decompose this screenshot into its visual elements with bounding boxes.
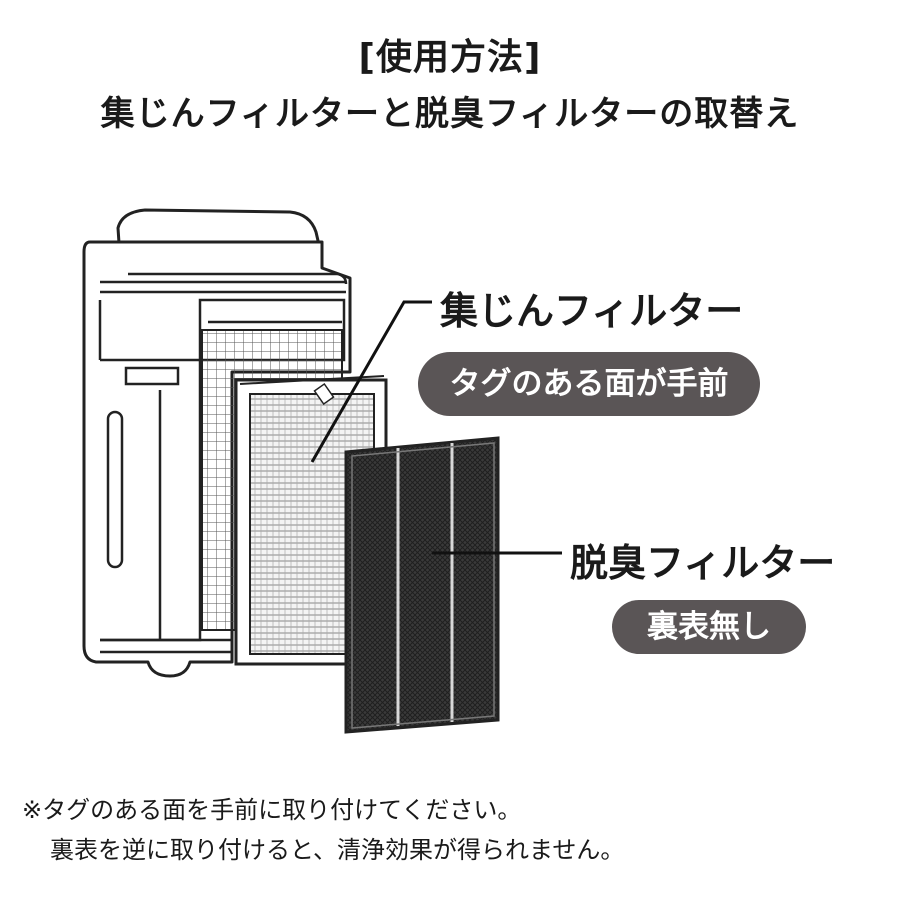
dust-filter-leader-line [310,300,432,463]
note-line-1: ※タグのある面を手前に取り付けてください。 [22,796,522,824]
page-title: [使用方法] [358,37,542,78]
note-line-2: 裏表を逆に取り付けると、清浄効果が得られません。 [50,836,625,864]
deodorizing-filter [344,436,500,734]
dust-filter-orientation-badge: タグのある面が手前 [418,352,760,416]
air-purifier-front-panel [100,358,232,654]
deodorizing-filter-label: 脱臭フィルター [570,541,836,585]
deodorizing-filter-orientation-badge: 裏表無し [612,600,806,654]
air-purifier-top-detail [98,272,348,362]
page-subtitle: 集じんフィルターと脱臭フィルターの取替え [100,94,800,134]
dust-filter-label: 集じんフィルター [440,289,744,333]
filter-tag [313,382,335,406]
